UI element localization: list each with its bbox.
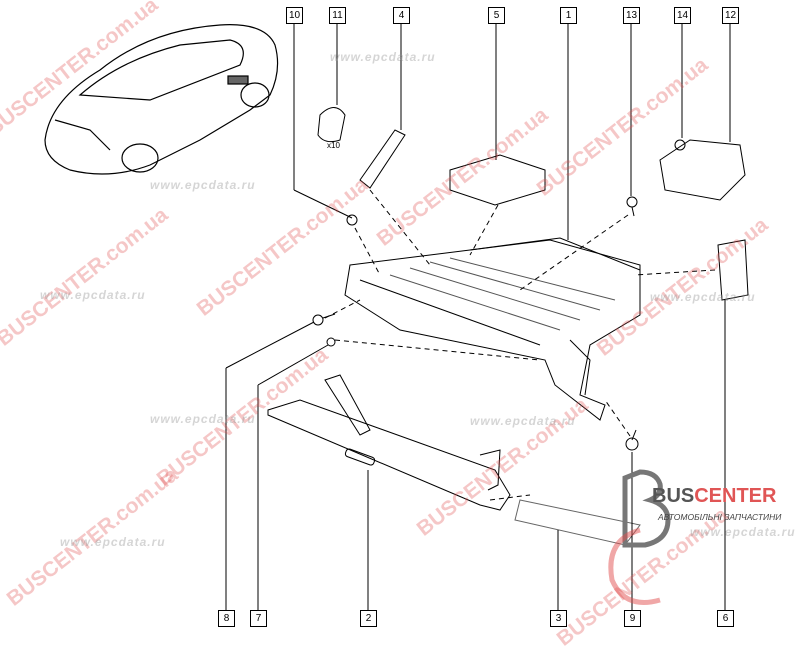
callout-2[interactable]: 2 bbox=[360, 610, 377, 627]
callout-11[interactable]: 11 bbox=[329, 7, 346, 24]
quantity-label: x10 bbox=[327, 141, 340, 150]
watermark-url: www.epcdata.ru bbox=[330, 50, 436, 64]
part-11-bag bbox=[317, 107, 346, 143]
watermark-url: www.epcdata.ru bbox=[650, 290, 756, 304]
car-illustration bbox=[44, 24, 279, 175]
watermark-url: www.epcdata.ru bbox=[150, 412, 256, 426]
callout-4[interactable]: 4 bbox=[393, 7, 410, 24]
glove-box-housing bbox=[344, 237, 641, 421]
part-6-cover bbox=[717, 239, 749, 301]
part-5-lock bbox=[449, 154, 546, 206]
part-14-nut bbox=[674, 139, 686, 151]
watermark-url: www.epcdata.ru bbox=[690, 525, 796, 539]
watermark-url: www.epcdata.ru bbox=[40, 288, 146, 302]
callout-14[interactable]: 14 bbox=[674, 7, 691, 24]
watermark-url: www.epcdata.ru bbox=[470, 414, 576, 428]
callout-12[interactable]: 12 bbox=[722, 7, 739, 24]
callout-5[interactable]: 5 bbox=[488, 7, 505, 24]
callout-6[interactable]: 6 bbox=[717, 610, 734, 627]
dashed-guides bbox=[324, 189, 716, 501]
screws bbox=[312, 196, 639, 451]
part-4-damper bbox=[359, 129, 406, 189]
logo-subtitle: АВТОМОБІЛЬНІ ЗАПЧАСТИНИ bbox=[658, 512, 782, 522]
watermark-url: www.epcdata.ru bbox=[60, 535, 166, 549]
callout-13[interactable]: 13 bbox=[623, 7, 640, 24]
callout-7[interactable]: 7 bbox=[250, 610, 267, 627]
callout-9[interactable]: 9 bbox=[624, 610, 641, 627]
logo-title: BUSCENTER bbox=[652, 485, 777, 507]
part-12-switch bbox=[659, 139, 746, 201]
callout-1[interactable]: 1 bbox=[560, 7, 577, 24]
glove-box-lid bbox=[267, 374, 511, 511]
callout-8[interactable]: 8 bbox=[218, 610, 235, 627]
callout-10[interactable]: 10 bbox=[286, 7, 303, 24]
watermark-url: www.epcdata.ru bbox=[150, 178, 256, 192]
callout-3[interactable]: 3 bbox=[550, 610, 567, 627]
